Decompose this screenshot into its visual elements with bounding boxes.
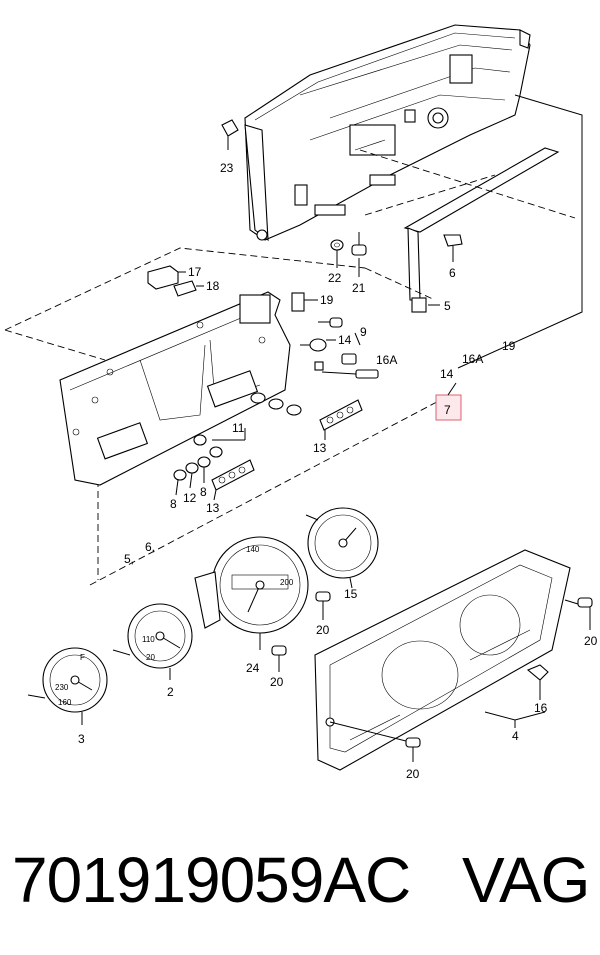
dial-label-speedo-a: 110 [142, 635, 155, 644]
callout-19-right: 19 [502, 339, 516, 353]
screw-9 [318, 317, 343, 328]
lamp-strip-13-lower [211, 459, 255, 501]
bulb-12 [185, 462, 199, 489]
callout-3: 3 [78, 732, 85, 746]
dial-label-speedo-b: 20 [146, 653, 155, 662]
callout-14-right: 14 [440, 367, 454, 381]
switch-18 [173, 280, 197, 297]
instrument-housing [244, 24, 531, 242]
screw-20-c [329, 721, 421, 762]
callout-16A-left: 16A [376, 353, 397, 367]
callout-9: 9 [360, 325, 367, 339]
connector-19 [291, 292, 318, 312]
callout-20-d: 20 [584, 634, 598, 648]
dial-label-tach-top: 140 [246, 545, 260, 554]
callout-20-a: 20 [316, 623, 330, 637]
printed-circuit-board [59, 291, 291, 486]
callout-5-lower: 5, [124, 552, 134, 566]
screw-21 [351, 232, 367, 277]
dial-label-small-c: F [80, 653, 85, 662]
callout-13-lower: 13 [206, 501, 220, 515]
gauge-15 [305, 507, 379, 589]
callout-16: 16 [534, 701, 548, 715]
screw-20-b [271, 645, 287, 672]
bulb-8-left [173, 469, 187, 496]
washer-22 [330, 239, 344, 268]
callout-11: 11 [232, 421, 245, 435]
screw-20-a [315, 591, 331, 620]
clip-23 [221, 119, 239, 150]
callout-13-upper: 13 [313, 441, 327, 455]
callout-12: 12 [183, 491, 197, 505]
highlighted-callout-7: 7 [435, 382, 462, 421]
callout-24: 24 [246, 661, 260, 675]
callout-7: 7 [444, 403, 451, 417]
callout-6-lower: 6, [145, 540, 155, 554]
lamp-strip-13-upper [319, 399, 363, 440]
speedometer-24: 140 200 [194, 536, 309, 650]
callout-19-left: 19 [320, 293, 334, 307]
callout-18: 18 [206, 279, 220, 293]
callout-4: 4 [512, 729, 519, 743]
gauge-2: 110 20 [112, 603, 193, 680]
clip-16 [526, 664, 549, 700]
callout-2: 2 [167, 685, 174, 699]
screw-20-d [564, 597, 593, 630]
callout-22: 22 [328, 271, 342, 285]
dial-label-small-b: 160 [58, 698, 72, 707]
callout-20-b: 20 [270, 675, 284, 689]
part-number: 701919059AC [12, 844, 411, 916]
bulb-16A-left [314, 353, 379, 379]
dial-label-tach-mid: 200 [280, 578, 294, 587]
gauge-3: 230 160 F [27, 647, 108, 725]
switch-17 [147, 265, 179, 290]
leader-4 [484, 711, 546, 728]
callout-21: 21 [352, 281, 366, 295]
brand-name: VAG [462, 844, 590, 916]
dial-label-small-a: 230 [55, 683, 69, 692]
callout-14-left: 14 [338, 333, 352, 347]
callout-16A-right: 16A [462, 352, 483, 366]
callout-23: 23 [220, 161, 234, 175]
caption-bar: 701919059AC VAG [0, 835, 600, 935]
callout-15: 15 [344, 587, 358, 601]
cluster-cover-4 [314, 549, 571, 771]
callout-20-c: 20 [406, 767, 420, 781]
bulbs-11 [193, 392, 302, 458]
callout-5-top: 5 [444, 299, 451, 313]
callout-17: 17 [188, 265, 202, 279]
leader-right [457, 94, 583, 369]
callout-8-right: 8 [200, 485, 207, 499]
bulb-8-right [197, 456, 211, 483]
bulb-holder-14 [300, 338, 336, 352]
bracket-assembly [403, 147, 560, 313]
exploded-parts-diagram: 23 22 21 6 5 [4, 24, 598, 781]
callout-6-top: 6 [449, 266, 456, 280]
callout-8-left: 8 [170, 497, 177, 511]
